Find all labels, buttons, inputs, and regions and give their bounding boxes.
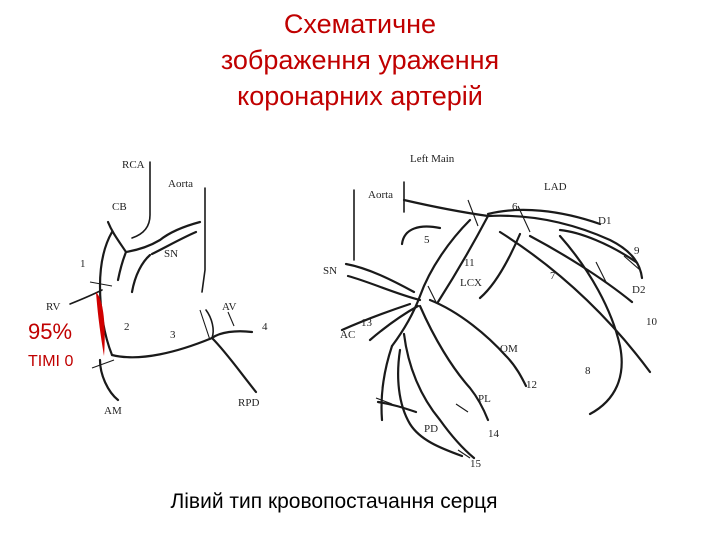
label-sn-right: SN [164,248,178,260]
d2-branch-distal [498,230,652,374]
slide-title: Схематичне зображення ураження коронарни… [150,6,570,114]
sn-branch-left [346,274,422,302]
lca-segment-number: 10 [646,316,658,328]
lcx-inner [436,214,490,304]
lca-tick [457,449,471,459]
lca-tick [375,397,393,405]
om-branch [428,298,528,388]
rca-aorta-left-wall [131,161,151,239]
av-branch [205,309,214,339]
sn-branch-left-2 [344,262,416,294]
rca-segment-3 [110,336,214,359]
av-marker [227,311,235,327]
diagram-caption: Лівий тип кровопостачання серця [170,490,498,513]
title-line-2: зображення ураження [220,45,500,75]
lca-segment-number: 13 [361,317,373,329]
label-pd: PD [424,423,438,435]
segment-5-loop [400,225,442,246]
rca-segment-number: 3 [170,329,176,341]
d1-branch [558,228,638,264]
pl-branch [418,304,490,422]
timi-grade: TIMI 0 [28,353,73,370]
rca-segment-4 [210,330,254,340]
am-branch [98,358,120,402]
rca-segment-number: 1 [80,258,86,270]
label-aorta-right: Aorta [168,178,193,190]
lca-segment-number: 9 [634,245,640,257]
lca-segment-number: 6 [512,201,518,213]
lca-tick [467,199,479,227]
rca-tick-2 [91,359,115,369]
lad-upper [486,208,602,226]
lca-segment-number: 15 [470,458,482,470]
left-main [402,198,490,218]
label-av: AV [222,301,237,313]
av-node-line [199,309,211,341]
title-line-3: коронарних артерій [237,81,483,111]
label-pl: PL [478,393,491,405]
label-lad: LAD [544,181,567,193]
rca-ostium-inner [150,230,198,256]
pd-branch [402,332,476,460]
sn-branch-right [130,253,152,294]
rpd-branch [210,336,258,394]
label-ac: AC [340,329,355,341]
cb-branch [106,220,128,254]
ac-branch [340,302,412,332]
lca-tick [623,255,641,271]
label-aorta-left: Aorta [368,189,393,201]
lca-segment-number: 8 [585,365,591,377]
lca-tick [595,261,607,283]
label-rca: RCA [122,159,145,171]
lcx-posterior [380,344,394,422]
lca-segment-number: 7 [550,270,556,282]
pd-tick-vessel [376,400,418,414]
stenosis-percent: 95% [28,319,72,344]
lca-segment-number: 14 [488,428,500,440]
rca-ostium [124,220,202,254]
stenosis-marker: 95% TIMI 0 [28,292,105,370]
rca-segment-number: 4 [262,321,268,333]
lcx-artery [390,218,472,348]
cb-branch-2 [116,250,128,282]
label-sn-left: SN [323,265,337,277]
lca-tick [455,403,469,413]
left-coronary-diagram: Left Main Aorta LAD D1 D2 SN LCX AC OM P… [323,153,658,470]
om-upper [478,232,522,300]
label-left-main: Left Main [410,153,455,165]
rca-tick-1 [89,281,113,287]
lca-tick [427,285,437,303]
label-am: AM [104,405,122,417]
lad-distal [558,234,623,416]
lcx-posterior-2 [397,348,464,458]
lca-tick [517,205,531,233]
lca-segment-number: 11 [464,257,475,269]
label-cb: CB [112,201,127,213]
label-rv: RV [46,301,60,313]
rca-segment-1-2 [98,230,114,357]
d2-branch [528,234,634,304]
label-rpd: RPD [238,397,259,409]
label-d1: D1 [598,215,611,227]
ac-branch-2 [368,304,420,342]
rca-segment-number: 2 [124,321,130,333]
title-line-1: Схематичне [283,9,437,39]
label-lcx: LCX [460,277,482,289]
label-d2: D2 [632,284,645,296]
occlusion-highlight [96,292,105,356]
lca-segment-number: 5 [424,234,430,246]
rca-aorta-right-wall [201,187,206,293]
lca-segment-number: 12 [526,379,537,391]
rv-branch [69,289,103,305]
right-coronary-diagram: RCA Aorta CB SN RV AV AM RPD 1 2 3 4 [46,159,268,417]
label-om: OM [500,343,518,355]
lad-artery [486,214,644,280]
